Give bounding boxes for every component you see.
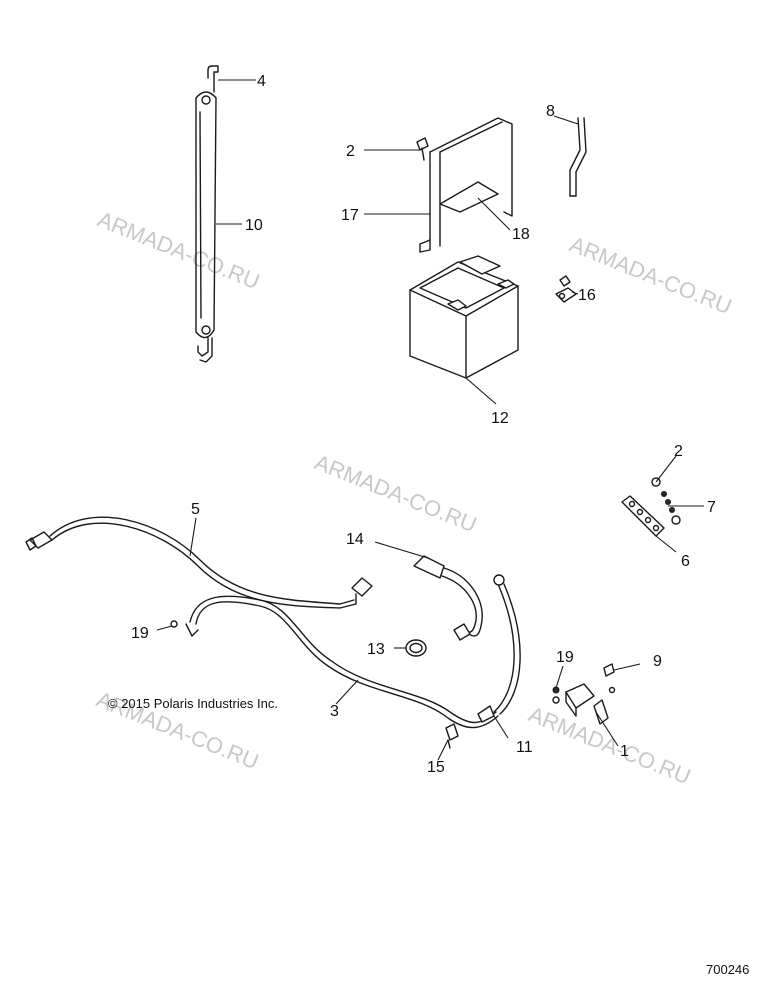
part-11-end bbox=[477, 705, 495, 723]
callout-15: 15 bbox=[427, 759, 445, 776]
callout-11: 11 bbox=[516, 739, 533, 756]
callout-16: 16 bbox=[578, 287, 596, 304]
callout-17: 17 bbox=[341, 207, 359, 224]
callouts: 4 10 2 17 8 18 16 12 2 7 6 5 14 13 19 19… bbox=[131, 73, 716, 776]
part-10-strap bbox=[195, 65, 219, 363]
part-1-switch bbox=[552, 663, 616, 725]
callout-2-lower: 2 bbox=[674, 443, 683, 460]
callout-13: 13 bbox=[367, 641, 385, 658]
callout-4: 4 bbox=[257, 73, 266, 90]
callout-12: 12 bbox=[491, 410, 509, 427]
part-14-cable bbox=[413, 555, 483, 641]
part-6-terminal-block bbox=[621, 477, 681, 537]
callout-10: 10 bbox=[245, 217, 263, 234]
leader-lines bbox=[156, 79, 704, 761]
callout-6: 6 bbox=[681, 553, 690, 570]
part-5-harness bbox=[25, 516, 373, 609]
part-13-clamp bbox=[405, 639, 427, 657]
figure-number: 700246 bbox=[706, 962, 749, 977]
callout-19-right: 19 bbox=[556, 649, 574, 666]
watermark-1: ARMADA-CO.RU bbox=[94, 206, 263, 294]
callout-3: 3 bbox=[330, 703, 339, 720]
callout-19-left: 19 bbox=[131, 625, 149, 642]
part-2-bolt-upper bbox=[416, 137, 429, 161]
callout-5: 5 bbox=[191, 501, 200, 518]
callout-2-upper: 2 bbox=[346, 143, 355, 160]
callout-1: 1 bbox=[620, 743, 629, 760]
callout-9: 9 bbox=[653, 653, 662, 670]
part-3-cable bbox=[170, 574, 521, 729]
watermark-3: ARMADA-CO.RU bbox=[311, 449, 480, 537]
copyright-text: © 2015 Polaris Industries Inc. bbox=[108, 696, 278, 711]
part-17-bracket bbox=[419, 117, 513, 253]
part-12-battery bbox=[409, 255, 519, 379]
part-15-pin bbox=[445, 723, 459, 749]
watermark-2: ARMADA-CO.RU bbox=[566, 231, 735, 319]
watermark-5: ARMADA-CO.RU bbox=[525, 701, 694, 789]
callout-18: 18 bbox=[512, 226, 530, 243]
callout-8: 8 bbox=[546, 103, 555, 120]
callout-14: 14 bbox=[346, 531, 364, 548]
part-16-clip bbox=[555, 275, 577, 303]
callout-7: 7 bbox=[707, 499, 716, 516]
part-8-rod bbox=[569, 117, 587, 197]
